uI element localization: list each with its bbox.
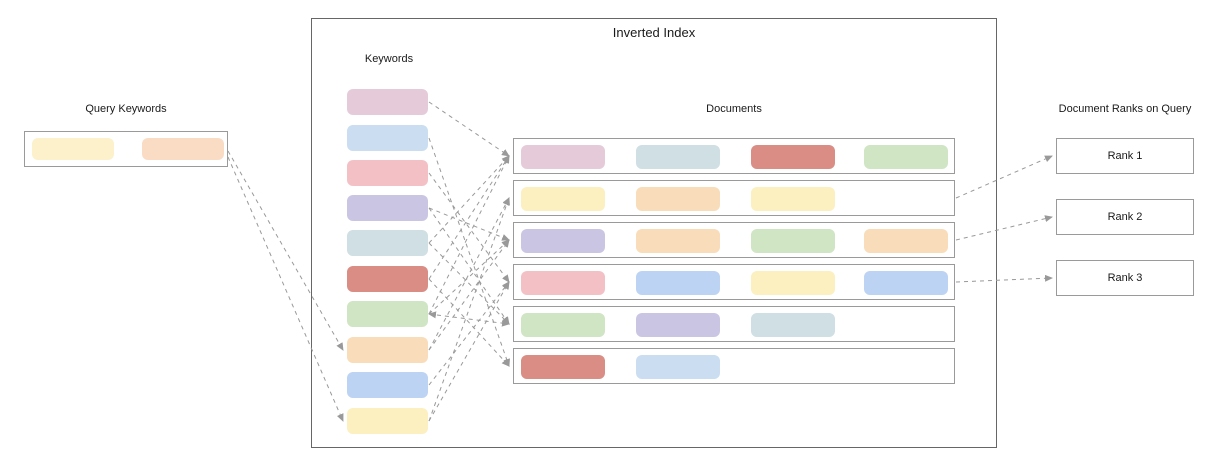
document-row-4 (513, 264, 955, 300)
document-3-term-pill-2 (636, 229, 720, 253)
document-6-term-pill-2 (636, 355, 720, 379)
document-6-term-pill-1 (521, 355, 605, 379)
rank-box-3: Rank 3 (1056, 260, 1194, 296)
document-1-term-pill-1 (521, 145, 605, 169)
keywords-label: Keywords (364, 53, 414, 65)
document-2-term-pill-3 (751, 187, 835, 211)
inverted-index-title: Inverted Index (612, 25, 696, 40)
document-row-1 (513, 138, 955, 174)
documents-label: Documents (706, 103, 762, 115)
keyword-pill-10 (347, 408, 428, 434)
rank-box-2: Rank 2 (1056, 199, 1194, 235)
document-3-term-pill-3 (751, 229, 835, 253)
document-5-term-pill-2 (636, 313, 720, 337)
keyword-pill-9 (347, 372, 428, 398)
document-row-6 (513, 348, 955, 384)
keyword-pill-4 (347, 195, 428, 221)
document-row-5 (513, 306, 955, 342)
keyword-pill-1 (347, 89, 428, 115)
document-2-term-pill-2 (636, 187, 720, 211)
query-keyword-pill-2 (142, 138, 224, 160)
document-3-term-pill-1 (521, 229, 605, 253)
keyword-pill-5 (347, 230, 428, 256)
keyword-pill-3 (347, 160, 428, 186)
query-keywords-label: Query Keywords (85, 103, 167, 115)
keyword-pill-2 (347, 125, 428, 151)
document-5-term-pill-1 (521, 313, 605, 337)
document-row-3 (513, 222, 955, 258)
document-3-term-pill-4 (864, 229, 948, 253)
document-4-term-pill-3 (751, 271, 835, 295)
document-5-term-pill-3 (751, 313, 835, 337)
document-4-term-pill-1 (521, 271, 605, 295)
document-4-term-pill-2 (636, 271, 720, 295)
rank-box-1: Rank 1 (1056, 138, 1194, 174)
document-1-term-pill-4 (864, 145, 948, 169)
keyword-pill-6 (347, 266, 428, 292)
keyword-pill-8 (347, 337, 428, 363)
document-2-term-pill-1 (521, 187, 605, 211)
document-4-term-pill-4 (864, 271, 948, 295)
document-1-term-pill-3 (751, 145, 835, 169)
document-ranks-label: Document Ranks on Query (1058, 103, 1192, 115)
document-row-2 (513, 180, 955, 216)
query-keyword-pill-1 (32, 138, 114, 160)
document-1-term-pill-2 (636, 145, 720, 169)
keyword-pill-7 (347, 301, 428, 327)
